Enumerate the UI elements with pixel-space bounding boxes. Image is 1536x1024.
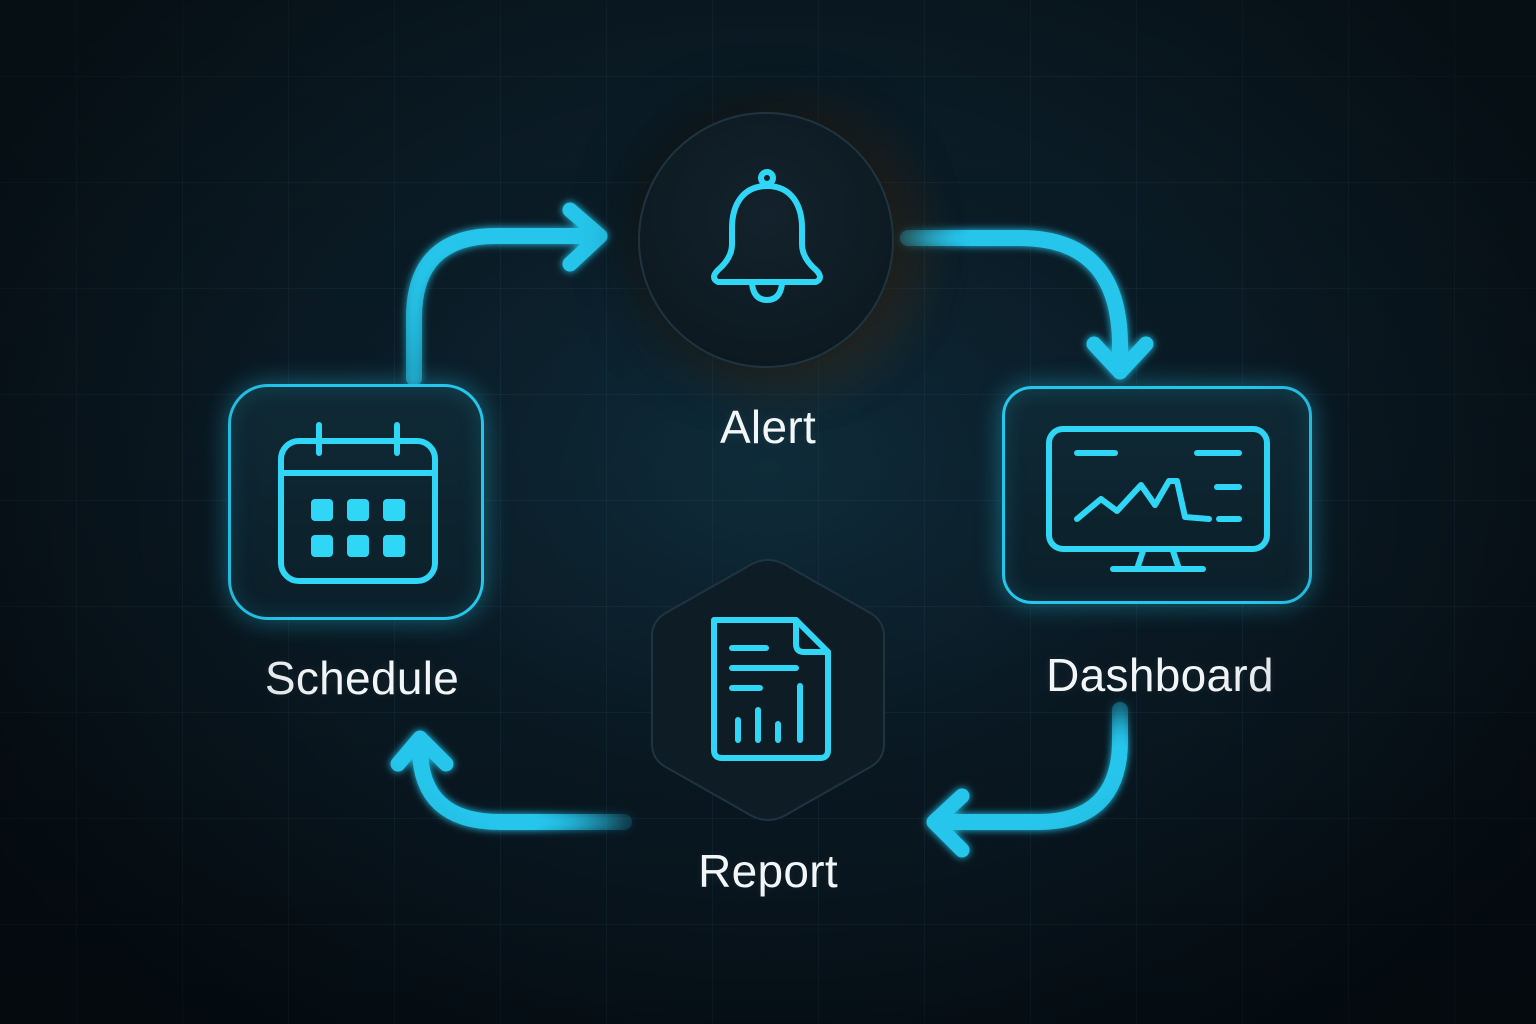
node-schedule[interactable] bbox=[228, 384, 484, 620]
arrow-dashboard-to-report bbox=[926, 702, 1128, 858]
node-label-alert: Alert bbox=[719, 401, 817, 453]
bell-icon bbox=[711, 169, 823, 303]
arrow-alert-to-dashboard bbox=[900, 230, 1154, 380]
node-report[interactable] bbox=[646, 556, 890, 824]
document-chart-icon bbox=[711, 617, 831, 761]
node-label-schedule: Schedule bbox=[264, 652, 460, 704]
node-alert[interactable] bbox=[638, 112, 894, 368]
calendar-icon bbox=[278, 422, 438, 584]
arrow-schedule-to-alert bbox=[406, 202, 608, 386]
arrow-report-to-schedule bbox=[390, 730, 632, 830]
node-label-report: Report bbox=[698, 845, 838, 897]
node-dashboard[interactable] bbox=[1002, 386, 1312, 604]
node-label-dashboard: Dashboard bbox=[1046, 649, 1274, 701]
monitor-chart-icon bbox=[1046, 426, 1270, 572]
